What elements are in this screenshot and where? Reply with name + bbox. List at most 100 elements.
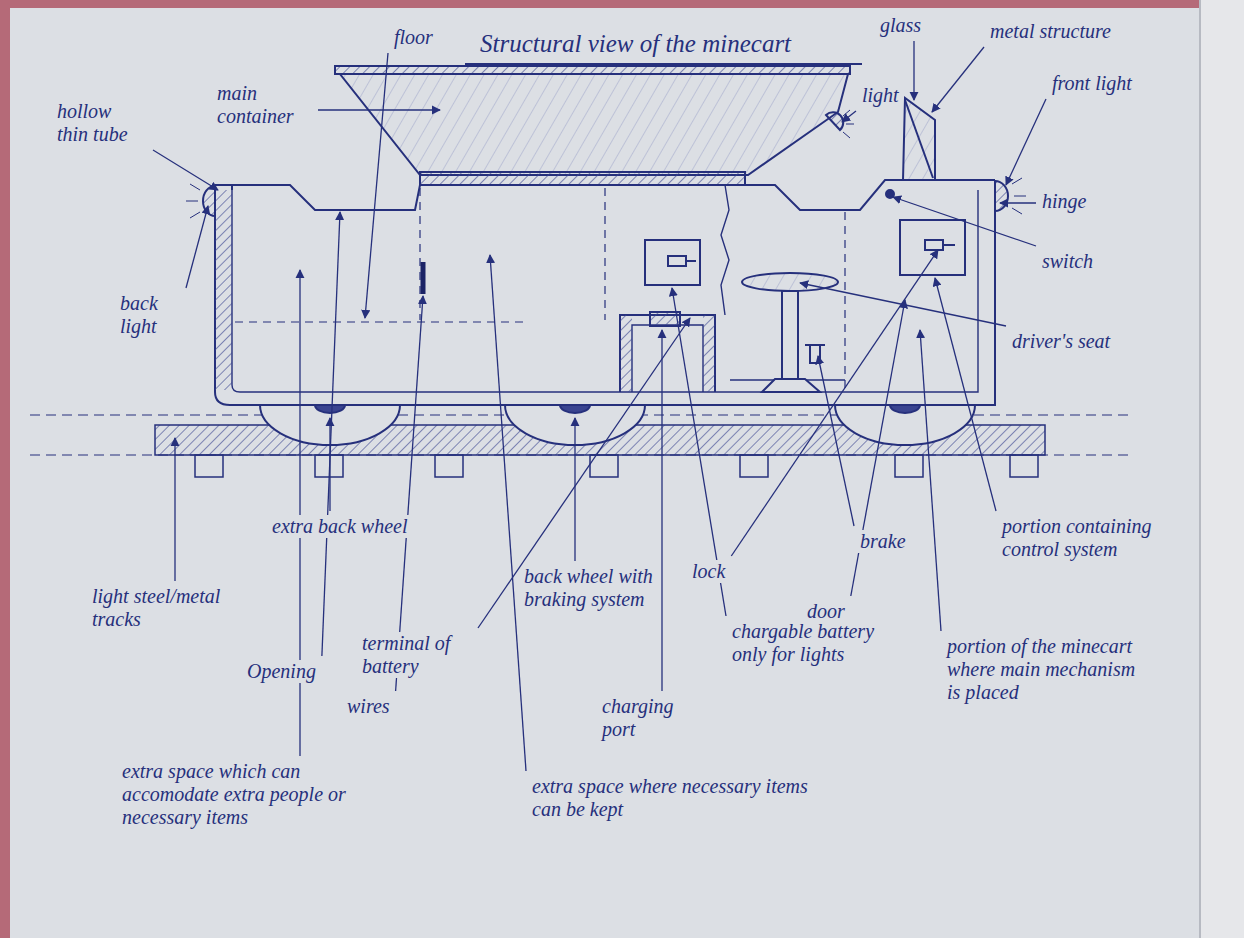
- lights-part: [826, 112, 843, 130]
- leader-line: [935, 278, 996, 511]
- glass-metal-structure-part: [905, 100, 933, 178]
- leader-line: [893, 197, 1036, 246]
- leader-line: [186, 206, 208, 288]
- part-label: chargable battery only for lights: [730, 620, 884, 666]
- part-label: hollow thin tube: [55, 100, 149, 146]
- drivers-seat-part: [762, 379, 820, 392]
- leader-line: [661, 330, 662, 691]
- wheels-part: [315, 405, 345, 413]
- part-label: light: [860, 84, 901, 107]
- cart-body-part: [620, 315, 632, 392]
- part-label: light steel/metal tracks: [90, 585, 234, 631]
- part-label: main container: [215, 82, 314, 128]
- part-label: back wheel with braking system: [522, 565, 656, 611]
- leader-line: [842, 111, 856, 122]
- track-part: [435, 455, 463, 477]
- part-label: extra back wheel: [270, 515, 410, 538]
- leader-line: [1006, 99, 1046, 185]
- part-label: brake: [858, 530, 908, 553]
- dashed-guides-part: [844, 212, 845, 390]
- part-label: lock: [690, 560, 727, 583]
- part-label: glass: [878, 14, 923, 37]
- lights-part-part: [1012, 208, 1022, 214]
- main-container: [335, 66, 850, 185]
- leader-line: [731, 250, 938, 556]
- leader-line: [574, 418, 575, 561]
- lights-part: [203, 186, 215, 216]
- lights-part-part: [1012, 178, 1022, 184]
- part-label: floor: [392, 26, 435, 49]
- paper-edges-part: [0, 0, 1244, 8]
- control-box-part: [900, 220, 965, 275]
- glass-metal-structure-part: [903, 98, 935, 180]
- leader-line: [920, 330, 941, 631]
- leader-line: [932, 47, 984, 112]
- wires-bar-part: [421, 262, 426, 294]
- part-label: extra space where necessary items can be…: [530, 775, 824, 821]
- lights-part-part: [843, 110, 850, 116]
- lights-part: [995, 181, 1008, 211]
- diagram-title: Structural view of the minecart: [478, 30, 793, 59]
- title-underline: [465, 64, 862, 65]
- track-part: [895, 455, 923, 477]
- part-label: back light: [118, 292, 182, 338]
- leader-line: [318, 109, 440, 110]
- wheels-part: [560, 405, 590, 413]
- lights-part-part: [190, 212, 200, 218]
- part-label: portion containing control system: [1000, 515, 1179, 561]
- wires-bar: [423, 262, 424, 294]
- control-box: [900, 220, 965, 275]
- cart-body-part: [703, 315, 715, 392]
- cart-body-part: [215, 180, 995, 405]
- paper-edges-part: [1200, 0, 1244, 938]
- track-part: [1010, 455, 1038, 477]
- leader-line: [174, 438, 175, 581]
- lights-part-part: [1014, 196, 1026, 197]
- leader-line: [153, 150, 218, 190]
- drivers-seat-part: [782, 291, 798, 379]
- cart-body-part: [721, 185, 729, 315]
- battery-and-ports-part: [645, 240, 700, 285]
- battery-and-ports-part: [650, 312, 680, 326]
- control-box-part: [943, 244, 955, 246]
- cart-body-part: [215, 185, 420, 210]
- lights-part-part: [846, 124, 854, 125]
- paper-edges-part: [1199, 0, 1201, 938]
- track-part: [740, 455, 768, 477]
- control-box-part: [925, 240, 943, 250]
- part-label: charging port: [600, 695, 684, 741]
- battery-and-ports-part: [668, 256, 686, 266]
- part-label: Opening: [245, 660, 318, 683]
- lights-part-part: [186, 201, 198, 202]
- leader-line: [299, 270, 300, 756]
- part-label: hinge: [1040, 190, 1088, 213]
- leader-line: [478, 318, 690, 628]
- main-container-part: [420, 172, 745, 185]
- leader-line: [490, 255, 526, 771]
- wheels-part: [835, 405, 975, 445]
- part-label: front light: [1050, 72, 1134, 95]
- lights-part-part: [843, 132, 850, 138]
- leader-line: [1000, 202, 1036, 203]
- title-underline-part: [465, 63, 862, 65]
- battery-and-ports: [645, 240, 700, 326]
- track-part: [195, 455, 223, 477]
- leader-line: [800, 283, 1006, 326]
- wheels-part: [890, 405, 920, 413]
- part-label: extra space which can accomodate extra p…: [120, 760, 354, 829]
- part-label: door: [805, 600, 847, 623]
- cart-body-part: [215, 190, 232, 390]
- part-label: terminal of battery: [360, 632, 474, 678]
- cart-body-part: [632, 325, 703, 392]
- main-container-part: [340, 74, 848, 175]
- part-label: portion of the minecart where main mecha…: [945, 635, 1149, 704]
- dashed-guides-part: [419, 188, 420, 320]
- part-label: driver's seat: [1010, 330, 1112, 353]
- part-label: wires: [345, 695, 392, 718]
- lights-part-part: [190, 184, 200, 190]
- paper-edges-part: [0, 0, 10, 938]
- leader-line: [322, 212, 340, 656]
- dashed-guides-part: [604, 188, 605, 320]
- part-label: switch: [1040, 250, 1095, 273]
